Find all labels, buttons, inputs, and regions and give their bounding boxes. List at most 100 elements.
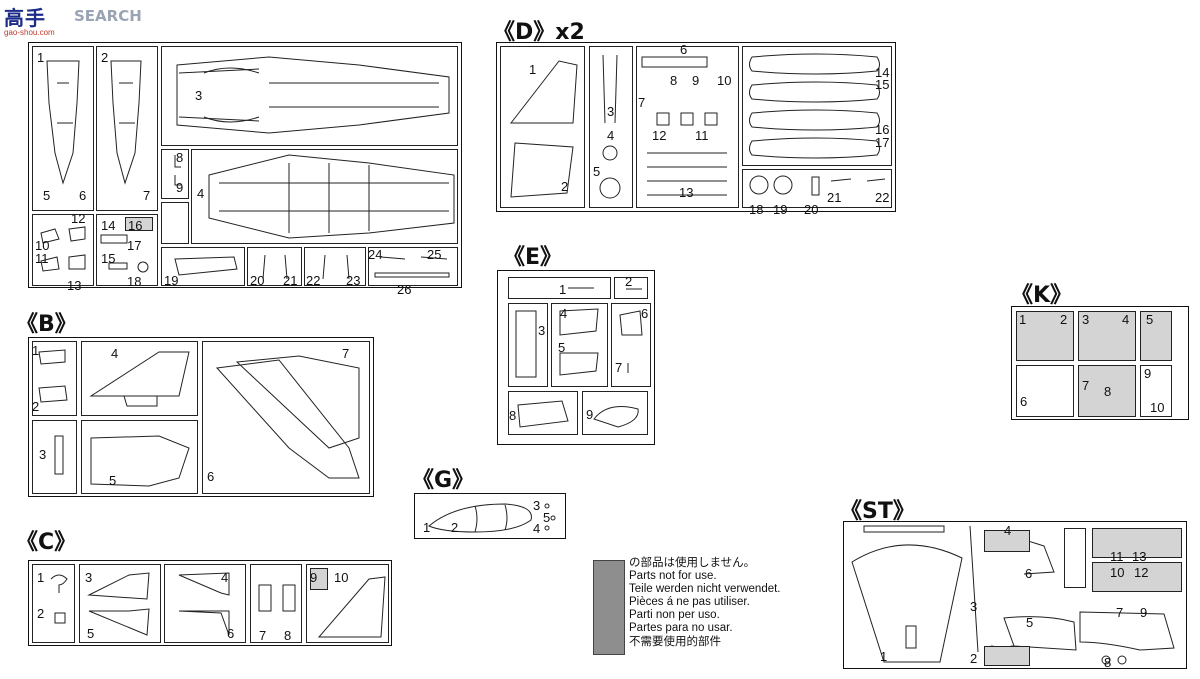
part-number: 2 xyxy=(32,399,40,414)
part-number: 4 xyxy=(607,128,615,143)
part-number: 25 xyxy=(427,247,442,262)
part-number: 1 xyxy=(529,62,537,77)
part-number: 10 xyxy=(35,238,50,253)
sprue-a-frame-20-21 xyxy=(247,247,302,286)
section-label-st: 《ST》 xyxy=(840,499,915,524)
part-number: 6 xyxy=(1025,566,1033,581)
part-number: 1 xyxy=(1019,312,1027,327)
sprue-c-frame-9-10 xyxy=(306,564,389,643)
legend-line-fr: Pièces á ne pas utiliser. xyxy=(629,596,750,609)
part-number: 19 xyxy=(773,202,788,217)
sprue-c-frame-1-2 xyxy=(32,564,75,643)
part-number: 13 xyxy=(679,185,694,200)
part-number: 4 xyxy=(111,346,119,361)
part-number: 7 xyxy=(143,188,151,203)
sprue-a-frame-left-2 xyxy=(96,46,158,211)
sprue-d-frame-6-13 xyxy=(636,46,739,208)
part-number: 18 xyxy=(127,274,142,289)
part-number: 5 xyxy=(543,510,551,525)
part-number: 17 xyxy=(127,238,142,253)
sprue-st-frame-blank xyxy=(1064,528,1086,588)
part-number: 5 xyxy=(593,164,601,179)
sprue-e-frame-9 xyxy=(582,391,648,435)
sprue-e-parts-drawing xyxy=(515,287,643,428)
sprue-a-frame-10-13 xyxy=(32,214,94,286)
sprue-b-frame-3 xyxy=(32,420,77,494)
part-number: 3 xyxy=(607,104,615,119)
part-number: 5 xyxy=(109,473,117,488)
part-number: 11 xyxy=(35,251,49,266)
part-number: 9 xyxy=(1140,605,1148,620)
part-number: 5 xyxy=(558,340,566,355)
sprue-a-frame-left-1 xyxy=(32,46,94,211)
part-number: 3 xyxy=(970,599,978,614)
part-number: 11 xyxy=(1110,549,1124,564)
part-number: 4 xyxy=(1122,312,1130,327)
part-number: 10 xyxy=(334,570,349,585)
part-number: 1 xyxy=(880,649,888,664)
legend-line-en: Parts not for use. xyxy=(629,570,717,583)
part-number: 6 xyxy=(680,42,688,57)
part-number: 17 xyxy=(875,135,890,150)
part-number: 16 xyxy=(128,218,143,233)
part-number: 12 xyxy=(1134,565,1149,580)
sprue-a-frame-22-23 xyxy=(304,247,366,286)
part-number: 22 xyxy=(875,190,890,205)
part-number: 2 xyxy=(101,50,109,65)
part-number: 8 xyxy=(1104,655,1112,670)
legend-line-it: Parti non per uso. xyxy=(629,609,720,622)
sprue-k-frame-5 xyxy=(1140,311,1172,361)
part-number: 22 xyxy=(306,273,321,288)
part-number: 4 xyxy=(560,306,568,321)
sprue-b-frame-1-2 xyxy=(32,341,77,416)
part-number: 7 xyxy=(342,346,350,361)
sprue-e-frame-1 xyxy=(508,277,611,299)
part-number: 8 xyxy=(284,628,292,643)
part-number: 7 xyxy=(259,628,267,643)
part-number: 10 xyxy=(1110,565,1125,580)
sprue-a: 1 2 3 4 5 6 7 8 9 10 11 12 13 14 15 16 1… xyxy=(28,42,462,296)
sprue-a-frame-19 xyxy=(161,247,245,286)
part-number: 4 xyxy=(221,570,229,585)
sprue-a-frame-main-mid xyxy=(191,149,458,244)
sprue-st-frame-10-12 xyxy=(1092,562,1182,592)
part-number: 13 xyxy=(1132,549,1147,564)
sprue-a-frame-main-top xyxy=(161,46,458,146)
part-number: 9 xyxy=(176,180,184,195)
part-number: 6 xyxy=(1020,394,1028,409)
part-number: 6 xyxy=(641,306,649,321)
sprue-d-frame-1-2 xyxy=(500,46,585,208)
part-number: 2 xyxy=(37,606,45,621)
sprue-e-frame-8 xyxy=(508,391,578,435)
sprue-e-frame-6-7 xyxy=(611,303,651,387)
section-label-e: 《E》 xyxy=(503,245,563,270)
sprue-b-frame-6-7 xyxy=(202,341,370,494)
part-number: 8 xyxy=(1104,384,1112,399)
part-number: 19 xyxy=(164,273,179,288)
logo-search-text: SEARCH xyxy=(74,7,142,25)
logo-url-text: gao-shou.com xyxy=(4,28,55,37)
part-number: 20 xyxy=(804,202,819,217)
part-number: 26 xyxy=(397,282,412,297)
sprue-a-part-16-unused xyxy=(125,217,153,231)
part-number: 1 xyxy=(423,520,431,535)
part-number: 8 xyxy=(509,408,517,423)
part-number: 2 xyxy=(970,651,978,666)
sprue-b-parts-drawing xyxy=(38,349,360,487)
part-number: 5 xyxy=(1026,615,1034,630)
section-label-d: 《D》x2 xyxy=(493,20,585,45)
logo-chinese-text: 高手 xyxy=(4,8,46,30)
part-number: 3 xyxy=(1082,312,1090,327)
legend-line-de: Teile werden nicht verwendet. xyxy=(629,583,781,596)
sprue-c-parts-drawing xyxy=(50,572,386,638)
sprue-a-frame-small-89 xyxy=(161,149,189,199)
part-number: 21 xyxy=(827,190,842,205)
section-label-b: 《B》 xyxy=(16,312,77,337)
part-number: 11 xyxy=(695,128,709,143)
part-number: 1 xyxy=(37,570,45,585)
part-number: 2 xyxy=(1060,312,1068,327)
part-number: 14 xyxy=(875,65,890,80)
part-number: 10 xyxy=(1150,400,1165,415)
sprue-c-frame-3-5 xyxy=(79,564,161,643)
part-number: 6 xyxy=(79,188,87,203)
